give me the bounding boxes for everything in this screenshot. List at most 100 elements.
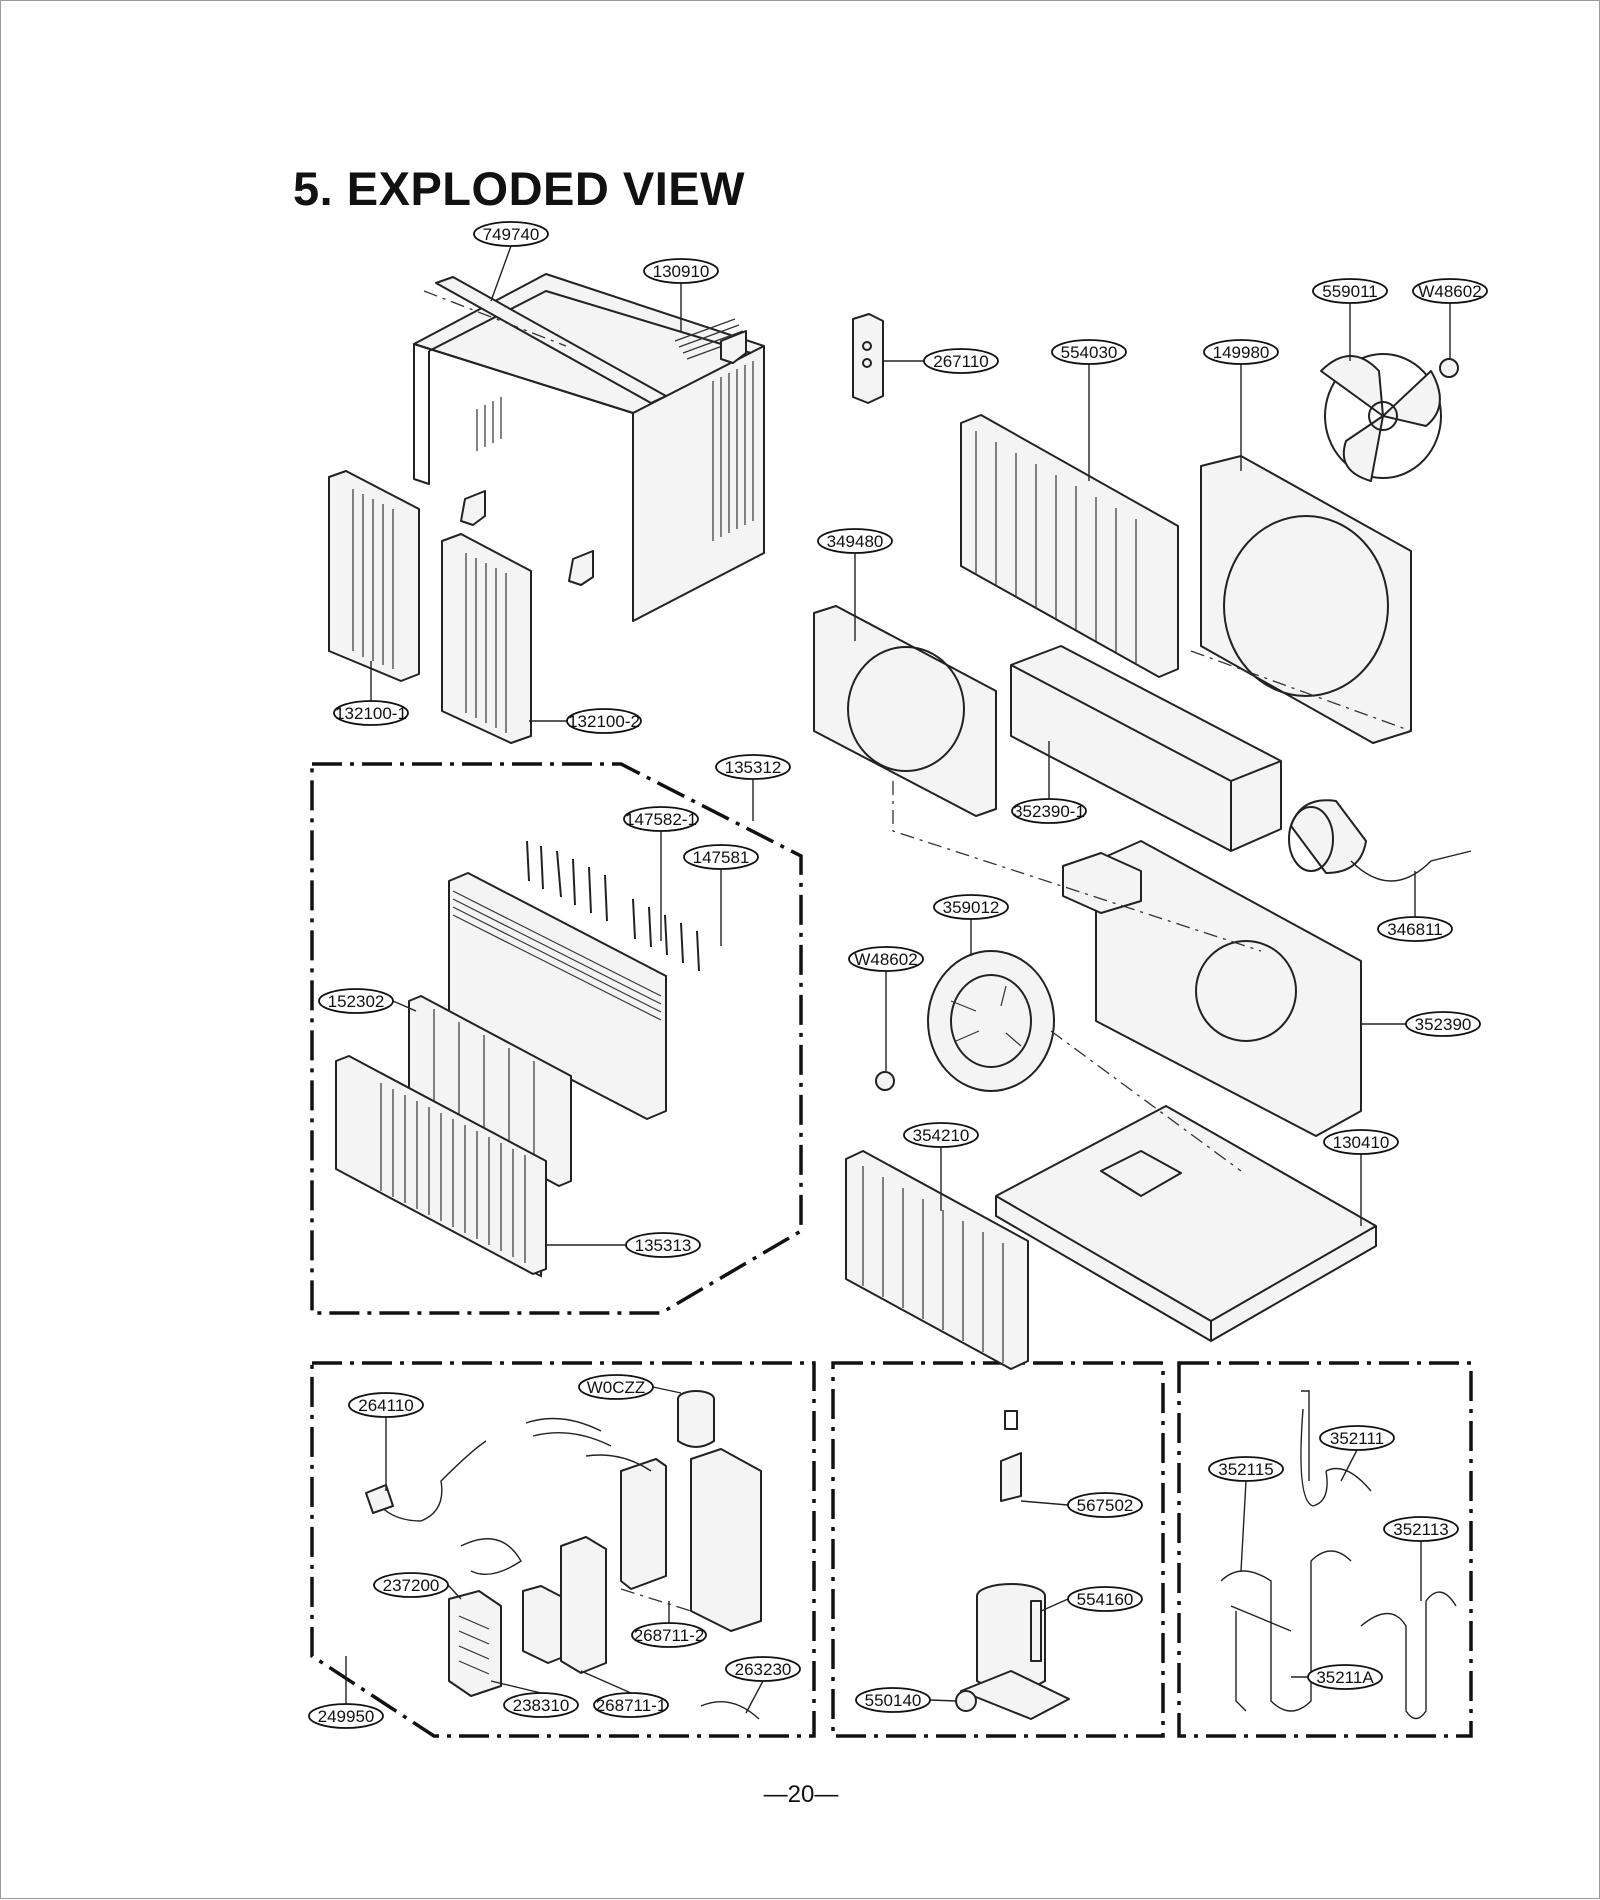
part-callout: 237200 — [373, 1572, 449, 1598]
part-number-label: 237200 — [383, 1576, 440, 1595]
callout-leader — [1240, 1480, 1247, 1572]
part-number-label: 135313 — [635, 1236, 692, 1255]
part-callout: 249950 — [308, 1703, 384, 1729]
callout-oval — [1067, 1492, 1143, 1518]
fan-blade-part — [1320, 353, 1442, 482]
callout-oval — [903, 1122, 979, 1148]
side-curtain-left-part — [328, 470, 420, 682]
callout-leader — [1340, 1449, 1358, 1482]
callout-oval — [593, 1692, 669, 1718]
callout-leader — [652, 1386, 682, 1394]
part-callout: 147581 — [683, 844, 759, 870]
part-number-label: 354210 — [913, 1126, 970, 1145]
fan-motor-part — [1288, 799, 1472, 882]
part-number-label: 147581 — [693, 848, 750, 867]
part-number-label: 554160 — [1077, 1590, 1134, 1609]
callout-oval — [1412, 278, 1488, 304]
group-box-front-grille — [310, 762, 803, 1315]
callout-oval — [1307, 1664, 1383, 1690]
part-callout: 554030 — [1051, 339, 1127, 365]
page-number: —20— — [763, 1781, 839, 1808]
callout-oval — [683, 844, 759, 870]
callout-oval — [308, 1703, 384, 1729]
part-number-label: 352115 — [1218, 1460, 1273, 1479]
part-callout: 559011 — [1312, 278, 1388, 304]
part-callout: 354210 — [903, 1122, 979, 1148]
part-number-label: 352111 — [1330, 1429, 1384, 1448]
callout-oval — [373, 1572, 449, 1598]
part-number-label: 268711-2 — [634, 1626, 705, 1645]
part-callout: 352115 — [1208, 1456, 1284, 1482]
condenser-coil-part — [960, 414, 1179, 678]
part-number-label: 352390 — [1415, 1015, 1472, 1034]
callout-oval — [1319, 1425, 1395, 1451]
part-callout: 567502 — [1067, 1492, 1143, 1518]
callout-oval — [333, 700, 409, 726]
group-box-controls — [310, 1361, 816, 1738]
louver-part — [526, 840, 700, 972]
callout-oval — [1383, 1516, 1459, 1542]
part-number-label: 554030 — [1061, 343, 1118, 362]
capacitor-part — [677, 1390, 715, 1448]
callout-oval — [348, 1392, 424, 1418]
callout-leader — [490, 1680, 542, 1694]
part-callout: 554160 — [1067, 1586, 1143, 1612]
part-callout: 352111 — [1319, 1425, 1395, 1451]
scroll-housing-part — [1062, 840, 1362, 1137]
nut-part — [1439, 358, 1459, 378]
callout-oval — [933, 894, 1009, 920]
cabinet-part — [413, 273, 765, 622]
callout-oval — [1312, 278, 1388, 304]
part-number-label: W0CZZ — [587, 1378, 646, 1397]
callout-oval — [1203, 339, 1279, 365]
part-callout: 135313 — [625, 1232, 701, 1258]
blower-wheel-part — [927, 950, 1055, 1092]
control-panel-part — [448, 1590, 502, 1697]
part-callout: 359012 — [933, 894, 1009, 920]
suction-pipe-part — [1220, 1550, 1352, 1712]
capillary-tube-part — [1300, 1390, 1372, 1507]
callout-oval — [923, 348, 999, 374]
part-number-label: 264110 — [358, 1396, 413, 1415]
part-number-label: 352113 — [1393, 1520, 1448, 1539]
part-number-label: 249950 — [318, 1707, 375, 1726]
part-callout: 349480 — [817, 528, 893, 554]
part-number-label: 352390-1 — [1013, 802, 1085, 821]
callout-oval — [817, 528, 893, 554]
part-number-label: 749740 — [483, 225, 540, 244]
part-callout: W48602 — [1412, 278, 1488, 304]
part-number-label: 132100-1 — [335, 704, 407, 723]
callout-oval — [631, 1622, 707, 1648]
compressor-part — [960, 1410, 1070, 1720]
part-number-label: 130910 — [653, 262, 710, 281]
inlet-grille-part — [335, 1055, 547, 1275]
part-number-label: 267110 — [933, 352, 988, 371]
part-number-label: W48602 — [854, 950, 917, 969]
part-callout: 263230 — [725, 1656, 801, 1682]
fan-shroud-part — [1200, 455, 1412, 744]
group-box-piping — [1177, 1361, 1473, 1738]
page-title: 5. EXPLODED VIEW — [293, 162, 745, 215]
part-number-label: 152302 — [328, 992, 385, 1011]
callout-oval — [643, 258, 719, 284]
callout-oval — [566, 708, 642, 734]
part-callout: W0CZZ — [578, 1374, 654, 1400]
part-callout: 352390-1 — [1011, 798, 1087, 824]
callout-leader — [1040, 1598, 1069, 1612]
callout-oval — [1377, 916, 1453, 942]
part-callout: W48602 — [848, 946, 924, 972]
callout-oval — [855, 1687, 931, 1713]
callout-oval — [473, 221, 549, 247]
callout-leader — [392, 1000, 417, 1012]
part-number-label: 135312 — [725, 758, 782, 777]
remote-control-part — [852, 313, 884, 404]
part-number-label: 268711-1 — [596, 1696, 667, 1715]
side-curtain-right-part — [441, 533, 532, 744]
callout-oval — [1067, 1586, 1143, 1612]
bracket-part — [568, 550, 594, 586]
discharge-pipe-part — [1360, 1591, 1457, 1720]
callout-leader — [447, 1584, 462, 1600]
sensor-part — [700, 1700, 760, 1720]
drain-pan-part — [1010, 645, 1282, 852]
part-callout: 749740 — [473, 221, 549, 247]
